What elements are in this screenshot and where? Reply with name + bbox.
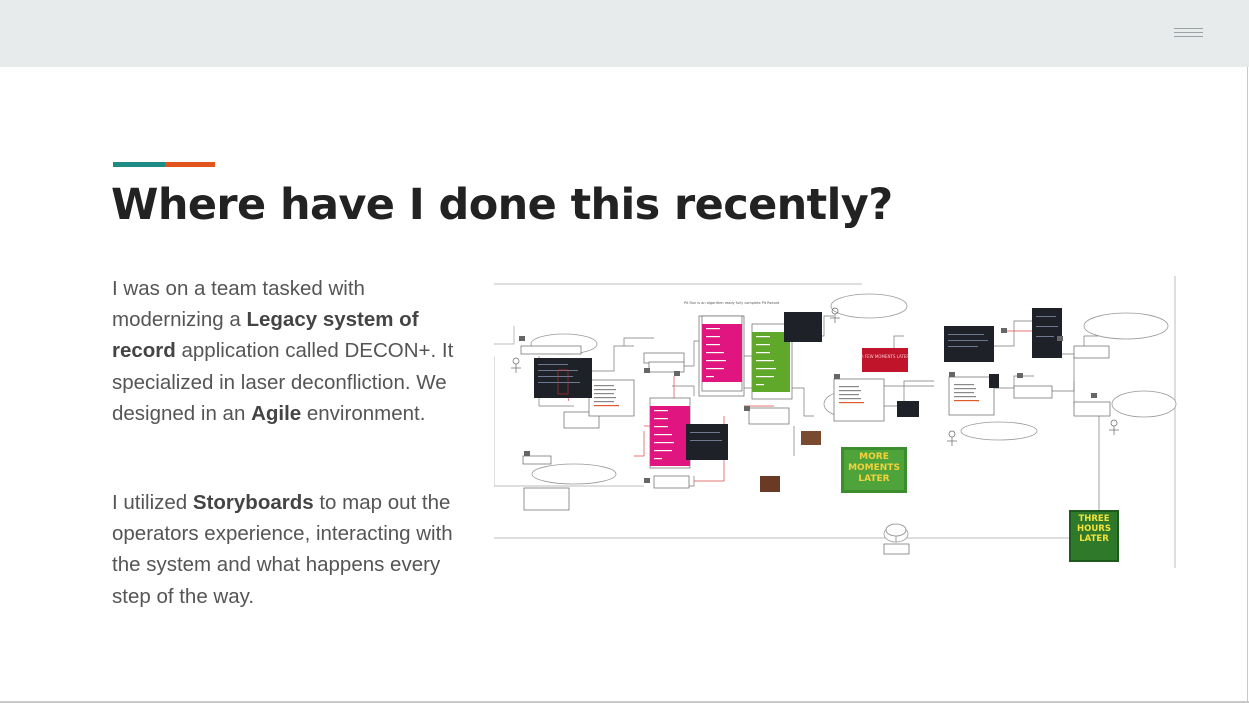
storyboard-bold: Storyboards: [192, 491, 314, 514]
hamburger-menu-icon[interactable]: [1172, 26, 1204, 42]
cloud-server-icon: [885, 523, 907, 542]
few-moments-later-sticker: [862, 348, 908, 372]
three-hours-later-text: THREE HOURS LATER: [1077, 514, 1111, 544]
top-bar: [0, 0, 1249, 67]
few-moments-later-text: A FEW MOMENTS LATER: [861, 354, 910, 359]
intro-bold-agile: Agile: [251, 401, 302, 425]
intro-text: environment.: [301, 401, 426, 425]
intro-text: application called DECON+. It specialize…: [112, 339, 454, 425]
slide-frame-bottom: [0, 701, 1249, 703]
accent-bar-orange: [165, 162, 215, 167]
storyboard-diagram: Pit Run is an algorithm ready fully comp…: [494, 276, 1177, 568]
page-title: Where have I done this recently?: [111, 180, 893, 230]
slide-frame-right: [1247, 67, 1248, 703]
svg-text:Pit Run is an algorithm ready: Pit Run is an algorithm ready fully comp…: [684, 301, 779, 305]
storyboard-text: I utilized: [112, 491, 193, 514]
intro-text: I was on a team tasked with modernizing …: [112, 277, 365, 332]
more-moments-later-text: MORE MOMENTS LATER: [848, 452, 900, 484]
more-moments-later-sticker: MORE MOMENTS LATER: [841, 447, 907, 493]
storyboard-paragraph: I utilized Storyboards to map out the op…: [112, 487, 482, 612]
intro-paragraph: I was on a team tasked with modernizing …: [112, 273, 482, 429]
photo-thumbnail: [801, 431, 821, 445]
intro-bold-legacy: Legacy system of record: [112, 308, 419, 363]
accent-bar-teal: [113, 162, 165, 167]
three-hours-later-sticker: THREE HOURS LATER: [1069, 510, 1119, 562]
storyboard-text: to map out the operators experience, int…: [112, 491, 453, 608]
photo-thumbnail: [760, 476, 780, 492]
